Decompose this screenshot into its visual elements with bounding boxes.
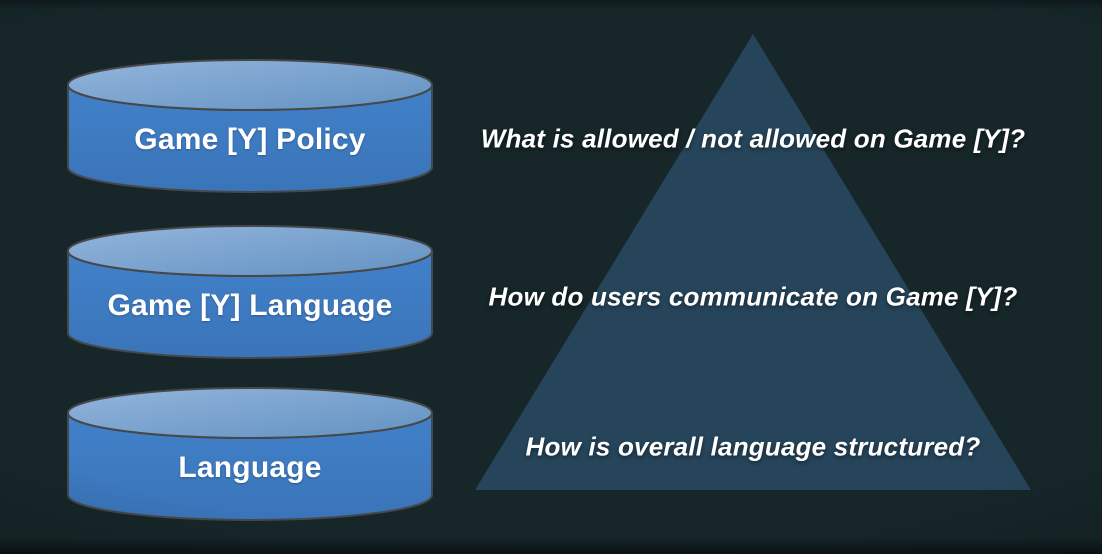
cylinder-label: Game [Y] Language: [107, 288, 393, 322]
database-cylinder-icon: [67, 387, 433, 521]
cylinder-game-y-language: Game [Y] Language: [66, 224, 434, 360]
question-language: How is overall language structured?: [525, 431, 981, 462]
cylinder-label: Language: [178, 450, 322, 484]
database-cylinder-icon: [67, 225, 433, 359]
cylinder-language: Language: [66, 386, 434, 522]
question-game-language: How do users communicate on Game [Y]?: [488, 281, 1018, 312]
question-game-policy: What is allowed / not allowed on Game [Y…: [480, 123, 1026, 154]
database-cylinder-icon: [67, 59, 433, 193]
cylinder-label: Game [Y] Policy: [134, 122, 366, 156]
cylinder-game-y-policy: Game [Y] Policy: [66, 58, 434, 194]
